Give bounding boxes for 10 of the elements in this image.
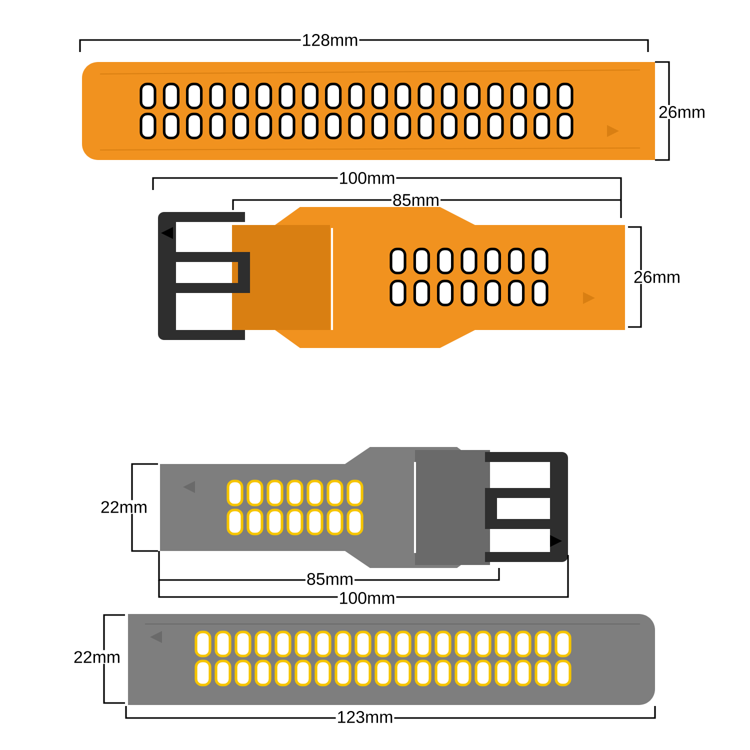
dimension-label: 100mm — [338, 171, 396, 185]
dimension-label: 26mm — [657, 105, 707, 119]
dimension-label: 100mm — [338, 591, 396, 605]
dimension-label: 123mm — [336, 710, 394, 724]
dimension-label: 22mm — [99, 500, 149, 514]
dimension-label: 22mm — [72, 650, 122, 664]
dimension-label: 26mm — [632, 270, 682, 284]
dimension-label: 85mm — [305, 572, 355, 586]
dimension-label: 128mm — [300, 33, 360, 47]
dimension-label: 85mm — [391, 193, 441, 207]
